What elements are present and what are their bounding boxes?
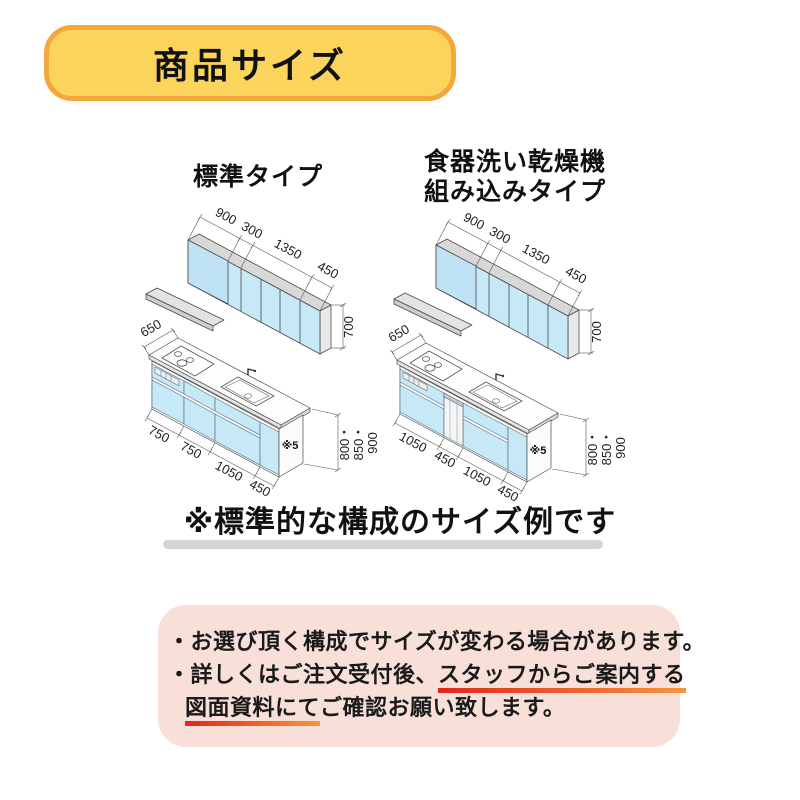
- upper-height-label: 700: [589, 321, 604, 343]
- faucet: [495, 373, 505, 380]
- upper-dimension-lines: [187, 213, 335, 312]
- bottom-dim-3: 1050: [461, 463, 494, 490]
- bottom-dim-1: 750: [146, 422, 172, 445]
- end-panel-note: ※5: [530, 445, 547, 457]
- info-line-3-underlined: 図面資料にて: [185, 695, 321, 726]
- cooktop: [161, 345, 215, 377]
- size-note: ※標準的な構成のサイズ例です: [183, 506, 617, 539]
- upper-cabinet-panel-900: [435, 244, 477, 310]
- height-label-850: 850・: [351, 426, 366, 461]
- base-cabinet: [148, 337, 311, 478]
- cooktop: [409, 350, 463, 382]
- faucet: [247, 368, 257, 375]
- height-dimension-lines: [551, 413, 590, 478]
- upper-height-dimension: [579, 307, 595, 356]
- end-panel-note: ※5: [282, 440, 299, 452]
- upper-height-dimension: [331, 302, 347, 351]
- bottom-dim-1: 1050: [397, 429, 430, 456]
- upper-dim-300: 300: [239, 218, 265, 241]
- upper-cabinet-end: [319, 304, 332, 355]
- height-label-850: 850・: [599, 431, 614, 466]
- sink: [468, 381, 523, 412]
- grill-slats: [160, 370, 172, 381]
- right-diagram-title: 食器洗い乾燥機 組み込みタイプ: [424, 147, 606, 207]
- burners: [174, 351, 194, 367]
- upper-dim-450: 450: [563, 263, 589, 286]
- left-diagram-title: 標準タイプ: [193, 162, 323, 192]
- sink-basin: [224, 379, 270, 404]
- height-label-900: 900: [613, 437, 628, 459]
- bottom-dim-3: 1050: [213, 458, 246, 485]
- bottom-dim-4: 450: [247, 476, 273, 496]
- upper-cabinet: [145, 233, 332, 355]
- left-title-line: 標準タイプ: [193, 163, 324, 191]
- counter-depth-dimension: [141, 327, 179, 356]
- drawer-panels: [151, 363, 280, 476]
- dishwasher-stripes: [449, 396, 458, 443]
- bottom-dim-2: 750: [178, 438, 204, 461]
- right-title-line-1: 食器洗い乾燥機: [424, 148, 607, 176]
- height-dimension-lines: [303, 408, 342, 473]
- banner-title: 商品サイズ: [153, 45, 347, 86]
- standard-type-diagram: 900 300 1350 450 700: [138, 204, 380, 496]
- bottom-dimension-lines: [392, 413, 528, 495]
- dishwasher-control-band: [443, 392, 464, 408]
- counter-depth-label: 650: [138, 316, 164, 340]
- info-line-2-underlined: スタッフからご案内する: [438, 662, 686, 693]
- bottom-dimension-lines: [144, 408, 280, 490]
- base-cabinet: [396, 342, 559, 483]
- info-line-2: ・詳しくはご注文受付後、スタッフからご案内する: [168, 658, 686, 693]
- burners: [422, 356, 442, 372]
- sink: [220, 376, 275, 407]
- upper-door-divisions: [488, 273, 549, 348]
- sink-basin: [472, 384, 518, 409]
- upper-dim-900: 900: [213, 204, 239, 227]
- dishwasher-type-diagram: 900 300 1350 450 700: [386, 209, 628, 501]
- counter-depth-label: 650: [386, 321, 412, 345]
- product-size-banner: 商品サイズ: [44, 25, 456, 101]
- upper-cabinet-end: [567, 309, 580, 360]
- grill-slats: [408, 375, 420, 386]
- right-title-line-2: 組み込みタイプ: [424, 178, 607, 206]
- side-shelf-front: [145, 293, 214, 332]
- upper-dimension-lines: [435, 218, 583, 317]
- upper-cabinet-panel-900: [187, 239, 229, 305]
- info-line-1: ・お選び頂く構成でサイズが変わる場合があります。: [168, 629, 706, 654]
- divider-bar: [163, 540, 603, 549]
- height-label-800: 800・: [337, 426, 352, 461]
- bottom-dim-2: 450: [432, 447, 458, 470]
- end-panel: [526, 419, 552, 483]
- height-label-800: 800・: [585, 431, 600, 466]
- info-line-3: 図面資料にてご確認お願い致します。: [168, 691, 680, 726]
- upper-door-divisions: [240, 268, 301, 343]
- side-shelf-front: [393, 298, 462, 337]
- upper-height-label: 700: [341, 316, 356, 338]
- height-label-900: 900: [365, 432, 380, 454]
- upper-dim-900: 900: [461, 209, 487, 232]
- info-line-3-suffix: ご確認お願い致します。: [320, 695, 566, 720]
- counter-depth-dimension: [389, 332, 427, 361]
- upper-dim-300: 300: [487, 223, 513, 246]
- info-line-2-prefix: ・詳しくはご注文受付後、: [168, 662, 439, 687]
- info-box: ・お選び頂く構成でサイズが変わる場合があります。 ・詳しくはご注文受付後、スタッ…: [158, 605, 706, 747]
- upper-dim-450: 450: [315, 258, 341, 281]
- end-panel: [278, 414, 304, 478]
